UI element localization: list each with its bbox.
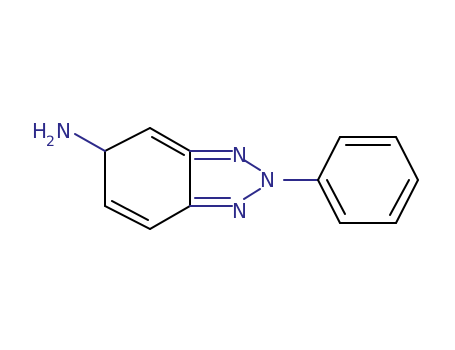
nitrogen-label-top: N <box>232 143 247 167</box>
bond-c6-c1 <box>104 127 151 152</box>
bond-c4-c5 <box>104 205 151 230</box>
triazole-ring <box>189 150 261 207</box>
bond-p4-p5 <box>395 179 419 224</box>
amine-nitrogen-label: N <box>56 119 71 143</box>
bond-c1-c2 <box>149 127 191 152</box>
amine-subscript-label: 2 <box>46 134 55 150</box>
bond-c1-c2-inner <box>151 136 185 156</box>
bond-c3-c4 <box>149 205 191 230</box>
bond-p1-p2 <box>317 136 341 181</box>
nitrogen-label-middle: N <box>260 168 275 192</box>
bond-p6-p1-inner <box>326 179 346 215</box>
bond-p4-p5-inner <box>389 179 410 216</box>
bond-amine <box>74 133 106 152</box>
bond-p3-p4 <box>395 136 419 181</box>
bond-n2-n3 <box>243 188 261 200</box>
amine-hydrogen-label: H <box>32 119 47 143</box>
nitrogen-label-bottom: N <box>232 199 247 223</box>
amine-label: H 2 N <box>32 119 71 150</box>
phenyl-ring-right <box>317 136 419 224</box>
bond-p6-p1 <box>317 179 341 224</box>
benzene-ring-left <box>104 127 191 230</box>
bond-c4-c5-inner <box>111 200 149 221</box>
bond-n1-n2 <box>243 159 261 171</box>
